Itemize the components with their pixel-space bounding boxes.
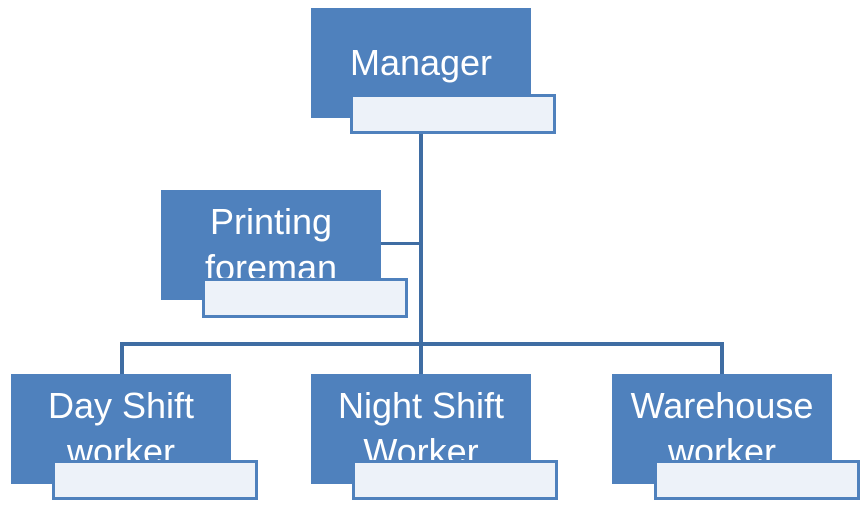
- connector-night-shift: [419, 342, 423, 374]
- connector-manager-trunk: [419, 131, 423, 345]
- printing-foreman-subtitle-box: [202, 278, 408, 318]
- night-shift-worker-subtitle-box: [352, 460, 558, 500]
- day-shift-worker-subtitle-box: [52, 460, 258, 500]
- connector-foreman-branch: [380, 242, 420, 245]
- connector-warehouse: [720, 342, 724, 374]
- connector-day-shift: [120, 342, 124, 374]
- manager-subtitle-box: [350, 94, 556, 134]
- warehouse-worker-label: Warehouse worker: [630, 385, 814, 472]
- manager-label: Manager: [349, 42, 493, 83]
- warehouse-worker-subtitle-box: [654, 460, 860, 500]
- printing-foreman-node: Printing foreman: [161, 190, 381, 300]
